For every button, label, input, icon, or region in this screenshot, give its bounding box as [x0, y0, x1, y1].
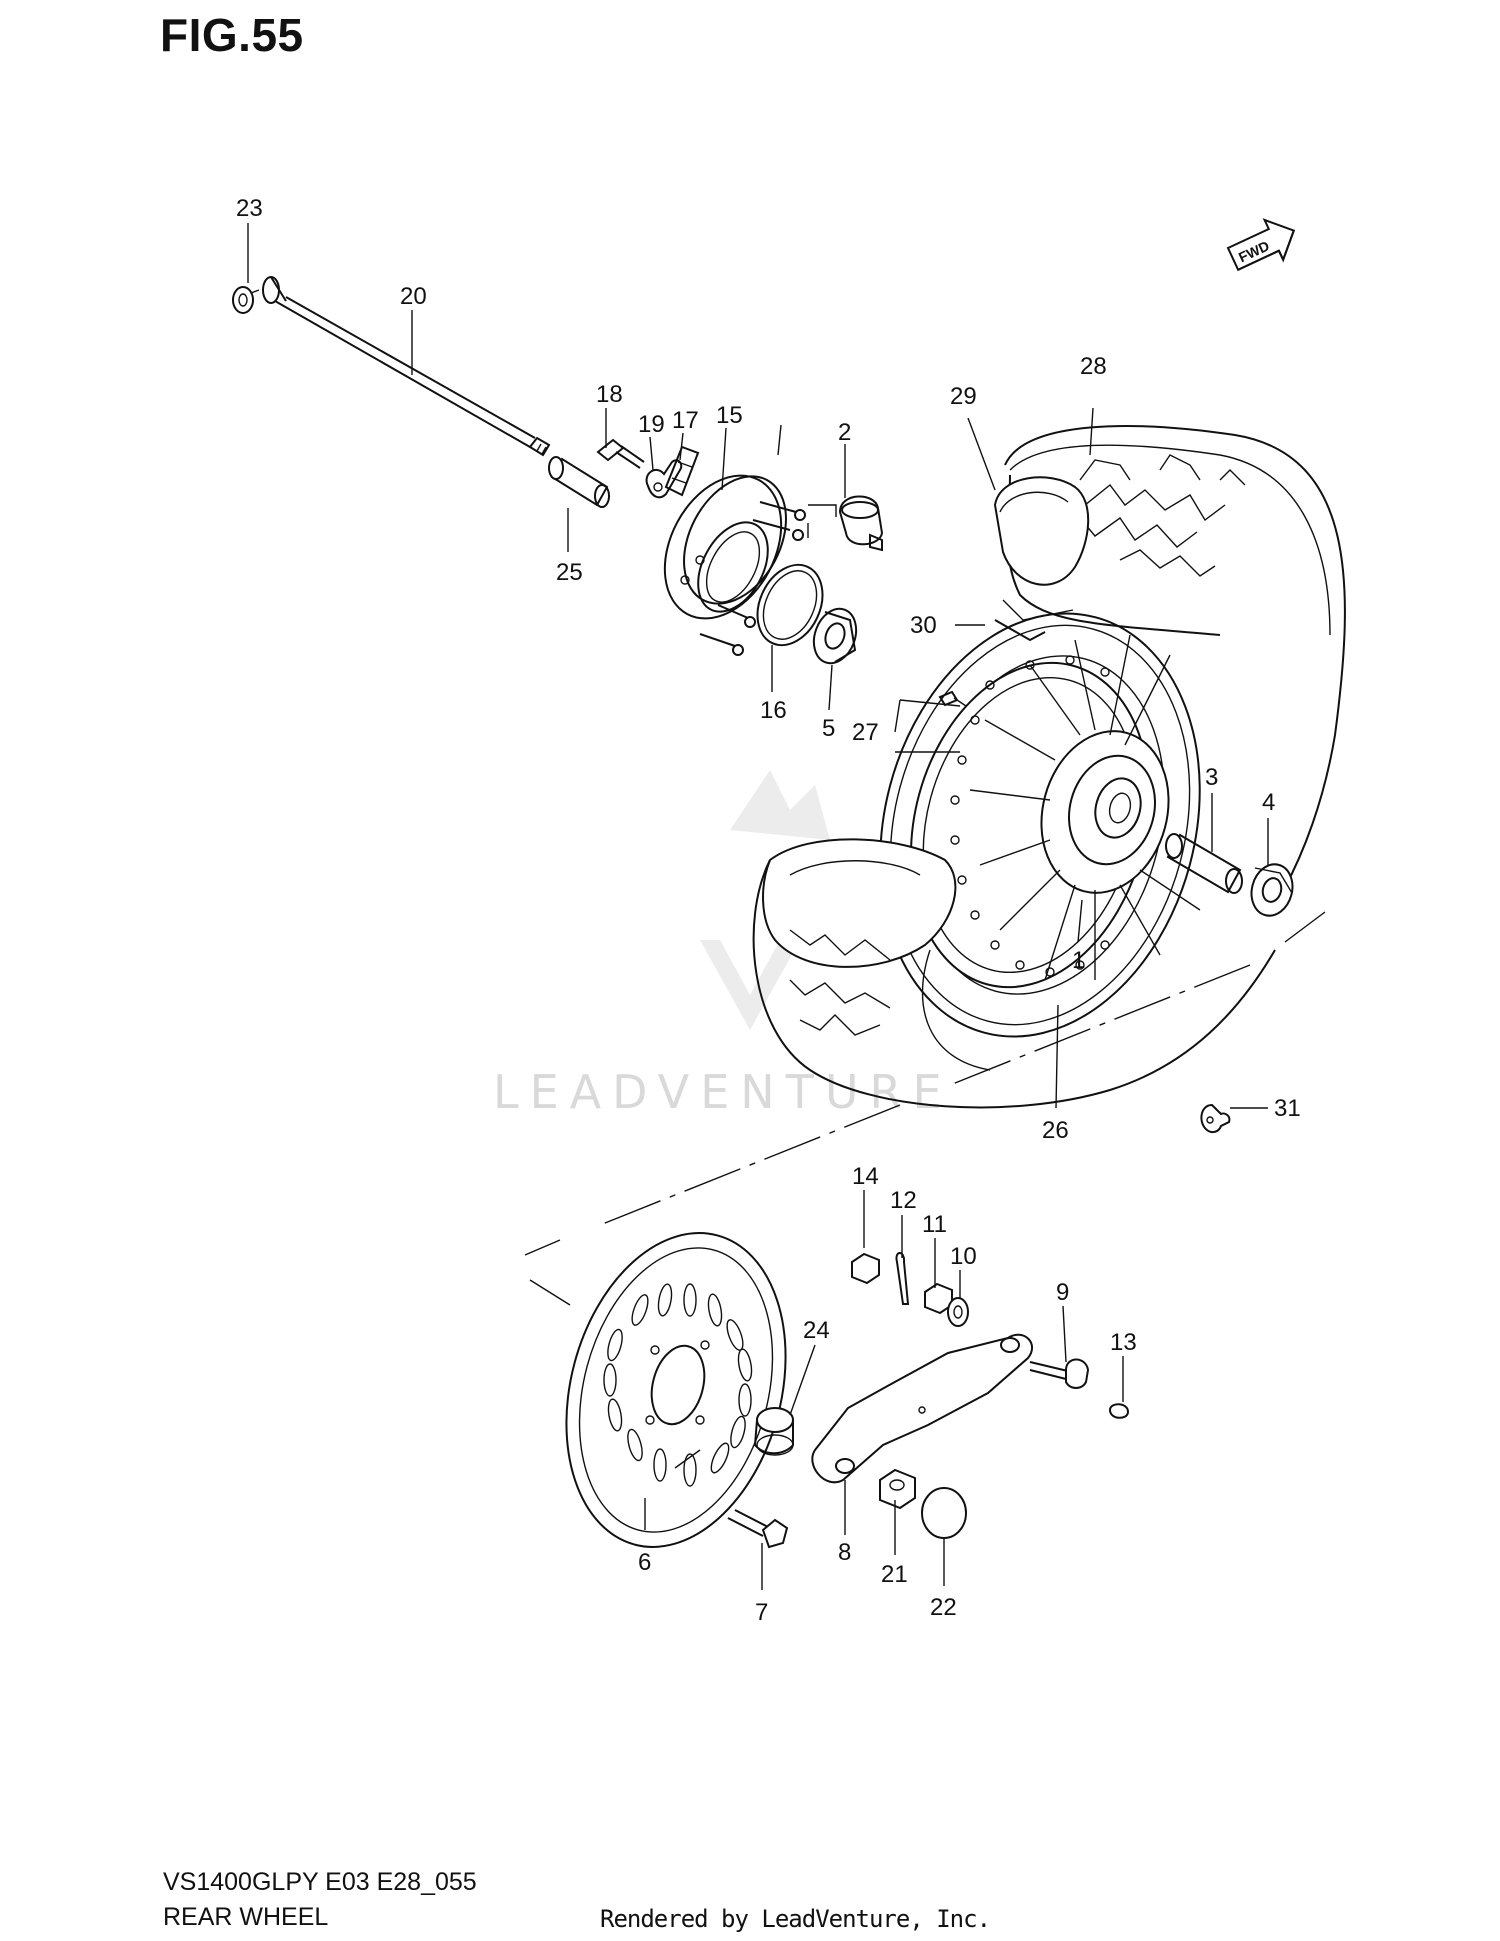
part-30-rim-band	[994, 619, 1046, 642]
part-13-cap	[1108, 1403, 1130, 1419]
figure-title: FIG.55	[160, 9, 304, 61]
callout-16: 16	[760, 697, 787, 724]
part-6-brake-disc	[565, 1232, 787, 1548]
part-4-bearing	[1250, 863, 1294, 917]
part-18-bolt	[596, 438, 645, 469]
callout-14: 14	[852, 1163, 879, 1190]
callout-4: 4	[1262, 789, 1275, 816]
callout-13: 13	[1110, 1329, 1137, 1356]
fwd-arrow-icon: FWD	[1226, 218, 1296, 272]
callout-22: 22	[930, 1594, 957, 1621]
callout-19: 19	[638, 411, 665, 438]
callout-11: 11	[922, 1211, 947, 1238]
callout-9: 9	[1056, 1279, 1069, 1306]
part-25-spacer	[548, 456, 610, 508]
part-24-collar	[753, 1407, 794, 1456]
callout-2: 2	[838, 419, 851, 446]
part-22-cap	[921, 1487, 967, 1539]
callout-17: 17	[672, 407, 699, 434]
callout-5: 5	[822, 715, 835, 742]
part-17-lock-plate	[664, 445, 700, 497]
part-29-tube	[993, 476, 1090, 621]
callout-25: 25	[556, 559, 583, 586]
callout-20: 20	[400, 283, 427, 310]
part-10-washer	[947, 1297, 969, 1327]
watermark-text: LEADVENTURE	[493, 1065, 953, 1119]
callout-6: 6	[638, 1549, 651, 1576]
callout-12: 12	[890, 1187, 917, 1214]
callout-21: 21	[881, 1561, 908, 1588]
diagram-name: REAR WHEEL	[163, 1903, 329, 1931]
model-code: VS1400GLPY E03 E28_055	[163, 1868, 477, 1896]
callout-27: 27	[852, 719, 879, 746]
part-26-tire-lower	[752, 838, 1276, 1109]
callout-labels: 23 20 18 19 17 15 2 25 16 5 27 28 29 30 …	[236, 195, 1301, 1626]
callout-8: 8	[838, 1539, 851, 1566]
part-20-axle	[262, 276, 551, 457]
callout-18: 18	[596, 381, 623, 408]
part-23-circlip	[232, 286, 260, 314]
watermark: LEADVENTURE	[493, 770, 953, 1119]
part-31-clip	[1200, 1103, 1231, 1134]
part-15-drive-hub	[663, 424, 806, 656]
part-2-damper	[807, 495, 884, 552]
part-16-o-ring	[756, 563, 824, 647]
callout-31: 31	[1274, 1095, 1301, 1122]
callout-30: 30	[910, 612, 937, 639]
callout-15: 15	[716, 402, 743, 429]
part-1-wheel	[879, 612, 1201, 1038]
callout-1: 1	[1072, 947, 1085, 974]
part-21-nut	[879, 1468, 916, 1510]
assembly-centerline	[524, 911, 1326, 1469]
part-14-nut	[851, 1252, 880, 1285]
part-7-bolt	[727, 1509, 789, 1549]
callout-7: 7	[755, 1599, 768, 1626]
callout-28: 28	[1080, 353, 1107, 380]
part-3-spacer	[1165, 833, 1243, 894]
leader-lines	[247, 223, 1269, 1590]
callout-24: 24	[803, 1317, 830, 1344]
part-9-bolt	[1029, 1358, 1090, 1389]
callout-23: 23	[236, 195, 263, 222]
callout-29: 29	[950, 383, 977, 410]
rendered-by-credit: Rendered by LeadVenture, Inc.	[600, 1905, 991, 1933]
callout-26: 26	[1042, 1117, 1069, 1144]
callout-3: 3	[1205, 764, 1218, 791]
part-8-torque-link	[811, 1333, 1034, 1484]
part-5-bearing	[812, 607, 858, 665]
part-19-plate	[645, 459, 683, 499]
part-12-cotter-pin	[895, 1252, 910, 1305]
callout-10: 10	[950, 1243, 977, 1270]
